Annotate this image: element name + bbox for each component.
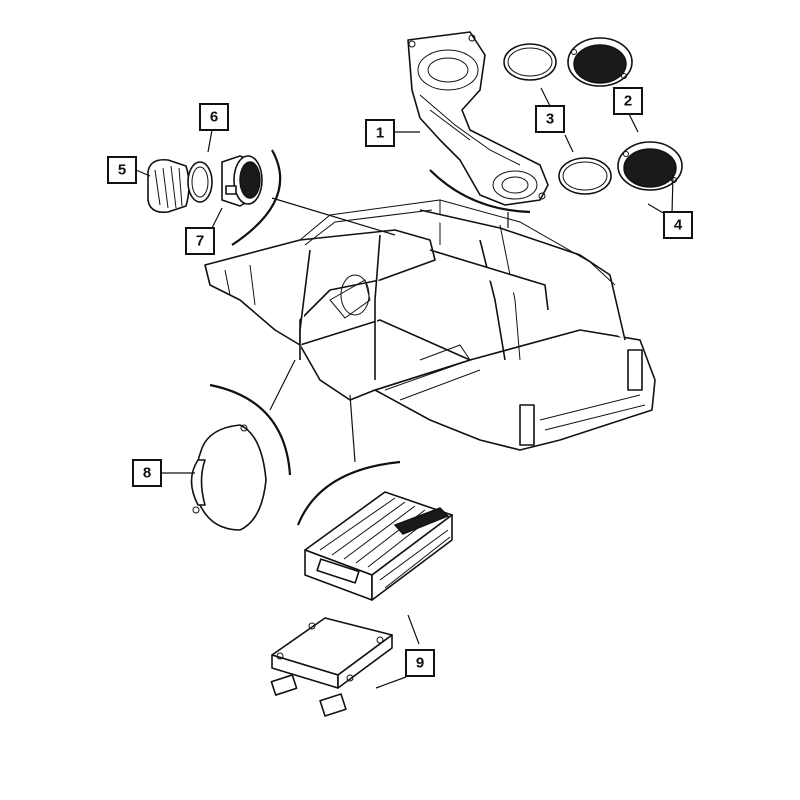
callout-7-label: 7 <box>196 233 204 250</box>
callout-5: 5 <box>107 156 137 184</box>
tweeter-speaker-part-7 <box>221 155 263 207</box>
part-8-detail-arc <box>209 383 292 476</box>
leader-lines <box>135 87 674 689</box>
speaker-part-4 <box>617 141 683 191</box>
callout-5-label: 5 <box>118 162 126 179</box>
part-1-detail-arc <box>429 169 531 214</box>
callout-3: 3 <box>535 105 565 133</box>
gasket-ring-part-3 <box>503 43 612 195</box>
vehicle-body <box>204 199 656 451</box>
sound-bar-part <box>407 31 549 206</box>
tweeter-housing-part-5 <box>147 158 190 214</box>
callout-9: 9 <box>405 649 435 677</box>
speaker-part-2 <box>567 37 633 87</box>
callout-1-label: 1 <box>376 125 384 142</box>
callout-2-label: 2 <box>624 93 632 110</box>
callout-4-label: 4 <box>674 217 683 234</box>
module-part-9 <box>270 617 393 717</box>
door-speaker-part-8 <box>190 424 267 531</box>
callout-8-label: 8 <box>143 465 151 482</box>
callout-3-label: 3 <box>546 111 554 128</box>
callout-4: 4 <box>663 211 693 239</box>
callout-6: 6 <box>199 103 229 131</box>
callout-7: 7 <box>185 227 215 255</box>
tweeter-ring-part-6 <box>187 161 213 203</box>
callout-9-label: 9 <box>416 655 424 672</box>
callout-2: 2 <box>613 87 643 115</box>
callout-8: 8 <box>132 459 162 487</box>
amplifier-detail-arc <box>296 460 401 526</box>
callout-6-label: 6 <box>210 109 218 126</box>
callout-1: 1 <box>365 119 395 147</box>
amplifier <box>304 491 453 601</box>
